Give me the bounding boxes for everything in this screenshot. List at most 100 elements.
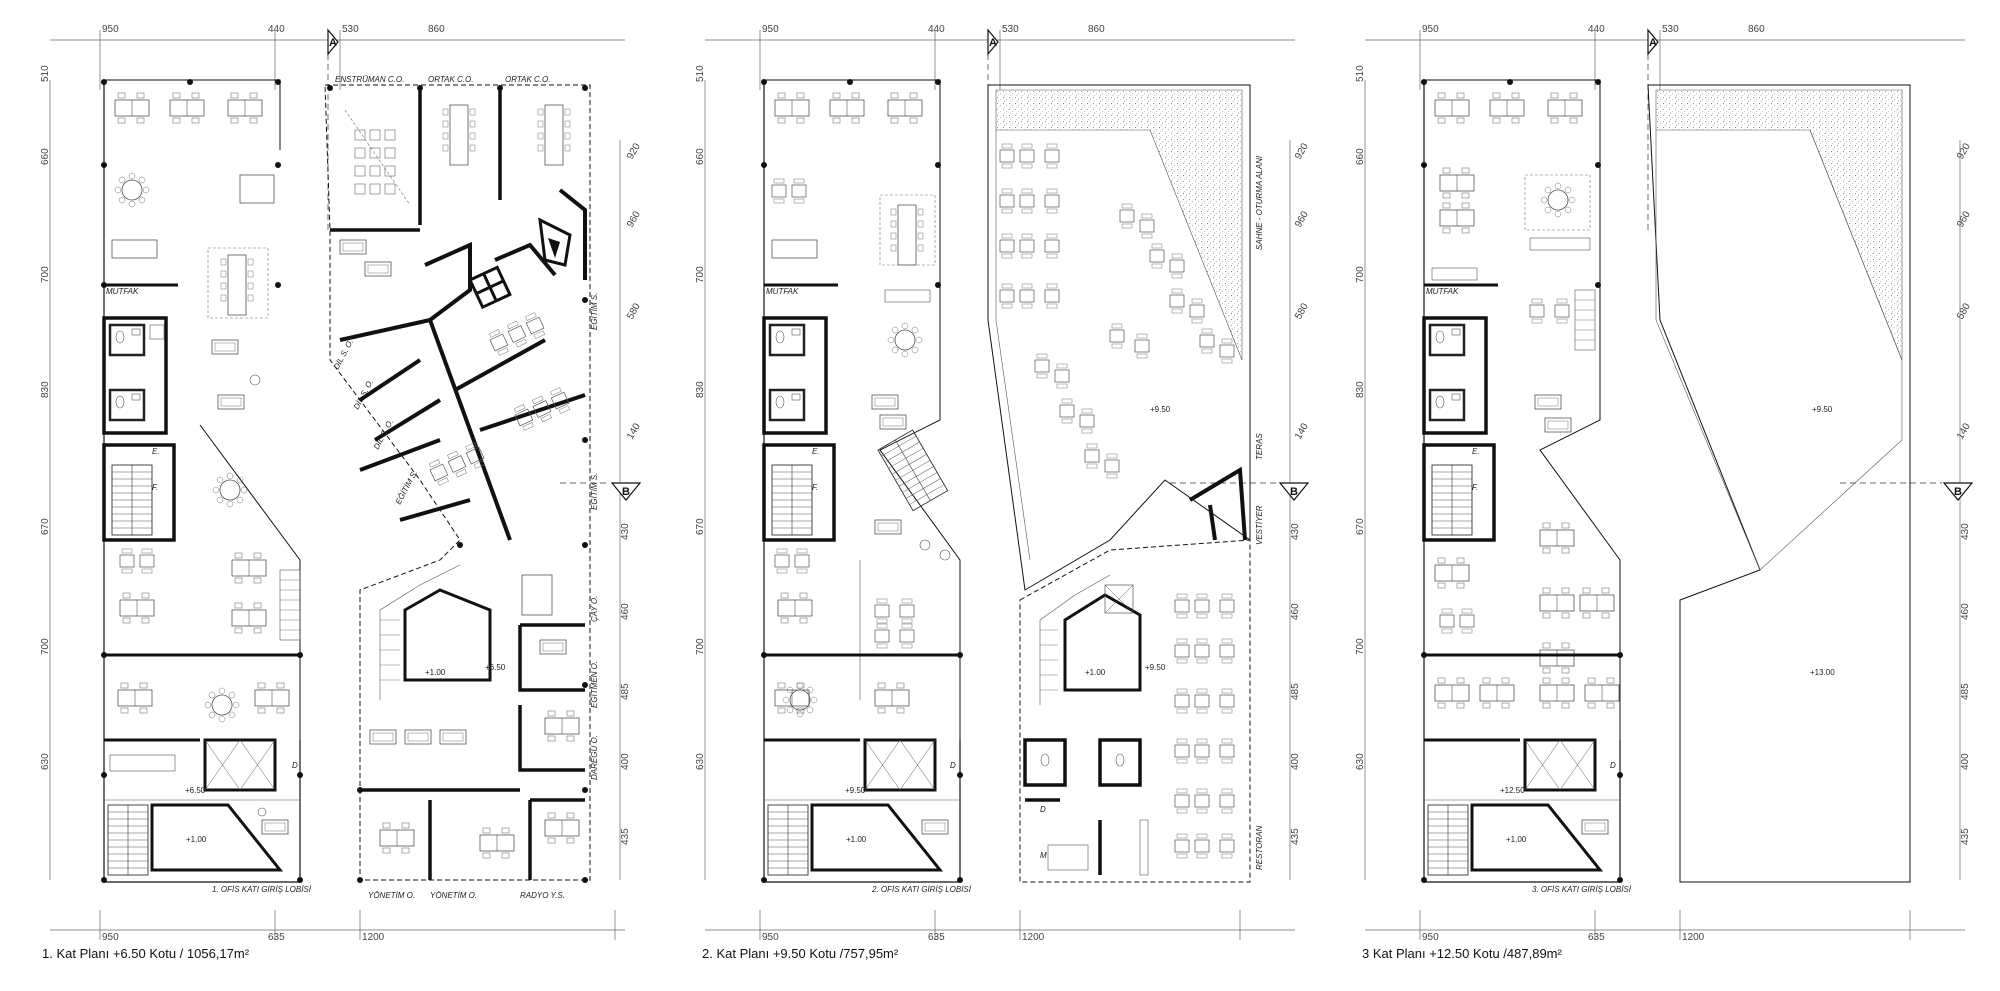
svg-text:460: 460: [1290, 603, 1301, 620]
plan-1-room-dil-3: DİL S. O.: [372, 418, 395, 451]
plan-1-room-e: E.: [152, 447, 160, 456]
plan-1-room-egitmen: EĞİTMEN O.: [590, 661, 599, 708]
svg-text:B: B: [1954, 486, 1962, 498]
plan-1-right-wing: ENSTRÜMAN C.O. ORTAK C.O. ORTAK C.O.: [324, 75, 599, 900]
plan-2-room-f: F.: [812, 483, 818, 492]
plan-2-left-wing: MUTFAK E. F.: [761, 79, 972, 894]
svg-text:400: 400: [1960, 753, 1971, 770]
svg-text:660: 660: [1355, 148, 1366, 165]
svg-text:485: 485: [1960, 683, 1971, 700]
svg-text:670: 670: [40, 518, 51, 535]
plan-1-bottom-dim-3: 1200: [362, 932, 385, 943]
svg-text:A: A: [989, 37, 997, 49]
plan-2-room-lobby: 2. OFİS KATI GİRİŞ LOBİSİ: [871, 885, 972, 894]
plan-1-right-elev-lower: +1.00: [425, 668, 446, 677]
svg-text:700: 700: [695, 638, 706, 655]
plan-3-top-dim-1: 950: [1422, 24, 1439, 35]
plan-1-right-elev-main: +6.50: [485, 663, 506, 672]
plan-1-top-dim-3: 530: [342, 24, 359, 35]
svg-text:435: 435: [620, 828, 631, 845]
plan-2-bottom-dim-3: 1200: [1022, 932, 1045, 943]
plan-2-room-restoran: RESTORAN: [1255, 825, 1264, 870]
plan-2-top-dim-3: 530: [1002, 24, 1019, 35]
plan-3-room-mutfak: MUTFAK: [1426, 287, 1459, 296]
plan-2-right-elev-terrace: +9.50: [1150, 405, 1171, 414]
plan-3-section-b-marker: B: [1840, 482, 1974, 501]
plan-1-room-lobby: 1. OFİS KATI GİRİŞ LOBİSİ: [212, 885, 312, 894]
svg-text:435: 435: [1290, 828, 1301, 845]
plan-2-dimension-lines: [704, 30, 1295, 940]
svg-text:580: 580: [625, 301, 643, 321]
plan-1-bottom-dim-2: 635: [268, 932, 285, 943]
plan-3-room-e: E.: [1472, 447, 1480, 456]
svg-text:430: 430: [1290, 523, 1301, 540]
svg-text:485: 485: [620, 683, 631, 700]
svg-text:700: 700: [40, 266, 51, 283]
svg-text:485: 485: [1290, 683, 1301, 700]
plan-1-room-enstruman: ENSTRÜMAN C.O.: [335, 75, 404, 84]
plan-2-right-elev-main: +9.50: [1145, 663, 1166, 672]
plan-3-right-wing: +9.50 +13.00: [1647, 84, 1911, 883]
svg-text:140: 140: [625, 421, 643, 441]
plan-1-room-egitim-diag: EĞİTİM S.: [394, 469, 419, 506]
plan-2-floor: 950 440 530 860 950 635 1200 510 660 700…: [695, 24, 1311, 961]
svg-text:140: 140: [1293, 421, 1311, 441]
plan-2-room-mutfak: MUTFAK: [766, 287, 799, 296]
plan-3-left-dims: 510 660 700 830 670 700 630: [1355, 65, 1366, 770]
plan-2-right-wing: +9.50 SAHNE - OTURMA ALANI TERAS VESTİYE…: [987, 84, 1264, 883]
svg-text:670: 670: [1355, 518, 1366, 535]
svg-text:630: 630: [1355, 753, 1366, 770]
svg-text:660: 660: [40, 148, 51, 165]
plan-2-top-dim-4: 860: [1088, 24, 1105, 35]
svg-text:660: 660: [695, 148, 706, 165]
svg-text:630: 630: [695, 753, 706, 770]
plan-3-right-elev-roof: +13.00: [1810, 668, 1835, 677]
svg-text:630: 630: [40, 753, 51, 770]
plan-1-top-dim-2: 440: [268, 24, 285, 35]
plan-1-top-dim-4: 860: [428, 24, 445, 35]
plan-2-left-elev-lower: +1.00: [846, 835, 867, 844]
plan-3-right-elev-terrace: +9.50: [1812, 405, 1833, 414]
svg-text:830: 830: [40, 381, 51, 398]
plan-1-left-dims: 510 660 700 830 670 700 630: [40, 65, 51, 770]
plan-2-top-dim-1: 950: [762, 24, 779, 35]
svg-text:460: 460: [620, 603, 631, 620]
plan-2-section-a-marker: A: [987, 28, 999, 230]
plan-3-room-lobby: 3. OFİS KATI GİRİŞ LOBİSİ: [1532, 885, 1632, 894]
plan-1-room-cay: ÇAY O.: [590, 596, 599, 622]
plan-2-bottom-dim-2: 635: [928, 932, 945, 943]
svg-text:700: 700: [1355, 266, 1366, 283]
plan-2-room-d-small: D: [1040, 805, 1046, 814]
plan-1-section-b-marker: B: [560, 482, 642, 501]
plan-2-bottom-dim-1: 950: [762, 932, 779, 943]
plan-2-left-elev-upper: +9.50: [845, 786, 866, 795]
svg-text:920: 920: [1293, 141, 1311, 161]
svg-text:830: 830: [695, 381, 706, 398]
svg-text:670: 670: [695, 518, 706, 535]
plan-3-left-wing: MUTFAK E. F.: [1421, 79, 1632, 894]
svg-text:140: 140: [1955, 421, 1973, 441]
plan-3-right-dims: 920 960 580 140 430 460 485 400 435: [1955, 141, 1973, 845]
svg-text:920: 920: [625, 141, 643, 161]
plan-3-bottom-dim-3: 1200: [1682, 932, 1705, 943]
plan-3-left-elev-lower: +1.00: [1506, 835, 1527, 844]
plan-1-room-mutfak: MUTFAK: [106, 287, 139, 296]
plan-1-room-egitim-1: EĞİTİM S.: [590, 293, 599, 330]
plan-3-bottom-dim-2: 635: [1588, 932, 1605, 943]
svg-text:510: 510: [695, 65, 706, 82]
svg-text:960: 960: [1955, 209, 1973, 229]
plan-3-caption: 3 Kat Planı +12.50 Kotu /487,89m²: [1362, 946, 1563, 961]
svg-text:430: 430: [1960, 523, 1971, 540]
plan-3-room-f: F.: [1472, 483, 1478, 492]
svg-text:920: 920: [1955, 141, 1973, 161]
plan-1-room-yonetim-2: YÖNETİM O.: [430, 891, 477, 900]
plan-3-bottom-dim-1: 950: [1422, 932, 1439, 943]
plan-1-room-ortak-1: ORTAK C.O.: [428, 75, 474, 84]
plan-2-right-dims: 920 960 580 140 430 460 485 400 435: [1290, 141, 1311, 845]
svg-text:960: 960: [1293, 209, 1311, 229]
plan-3-section-a-marker: A: [1647, 28, 1659, 230]
plan-1-room-d: D: [292, 761, 298, 770]
plan-2-left-dims: 510 660 700 830 670 700 630: [695, 65, 706, 770]
plan-1-room-dil-1: DİL S. O.: [332, 338, 355, 371]
